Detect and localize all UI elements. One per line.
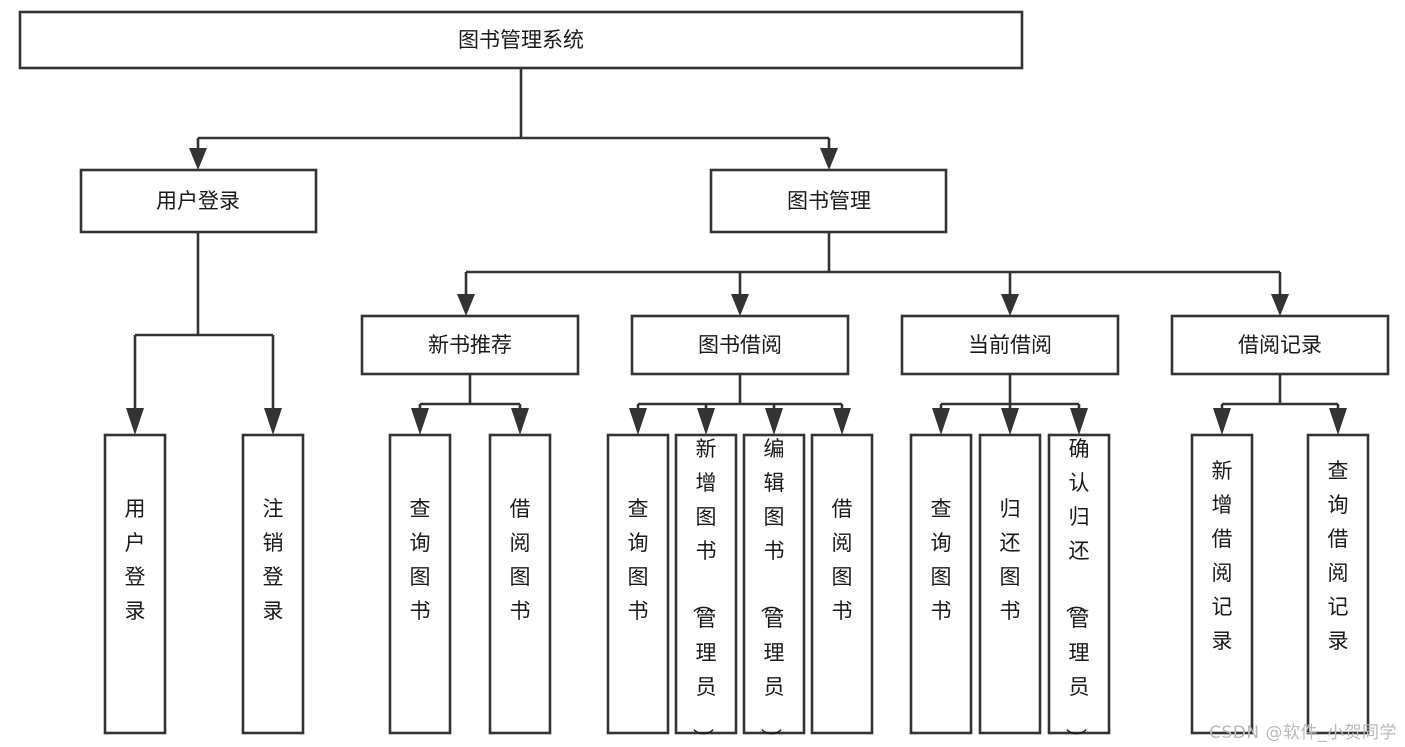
leaf-current-borrow-2-box[interactable]: [978, 433, 1042, 735]
leaf-current-borrow-1-label: 查询图书: [931, 497, 952, 623]
node-new-book-recommend-label: 新书推荐: [428, 333, 512, 357]
node-user-login[interactable]: 用户登录: [79, 168, 318, 234]
node-root-system-box[interactable]: [18, 10, 1024, 70]
arrow-head-leaf-newbook-2: [511, 408, 529, 435]
leaf-new-book-2-box[interactable]: [488, 433, 552, 735]
node-book-manage-box[interactable]: [709, 168, 948, 234]
node-new-book-recommend[interactable]: 新书推荐: [360, 314, 580, 376]
arrow-head-leaf-borrowrecord-1: [1213, 408, 1231, 435]
leaf-book-borrow-3-label: 编辑图书（管理员）: [759, 437, 785, 747]
node-book-borrow[interactable]: 图书借阅: [630, 314, 850, 376]
node-user-login-label: 用户登录: [156, 189, 240, 213]
arrow-head-book-manage: [820, 148, 838, 170]
connector-layer: [126, 68, 1347, 435]
leaf-user-login-1[interactable]: 用户登录: [103, 433, 167, 735]
leaf-borrow-record-2-box[interactable]: [1306, 433, 1370, 735]
arrow-head-leaf-bookborrow-2: [697, 408, 715, 435]
node-borrow-record[interactable]: 借阅记录: [1170, 314, 1390, 376]
leaf-current-borrow-2-label: 归还图书: [1000, 497, 1021, 623]
leaf-book-borrow-2-label: 新增图书（管理员）: [691, 437, 717, 747]
arrow-head-leaf-bookborrow-4: [833, 408, 851, 435]
leaf-current-borrow-3-label: 确认归还（管理员）: [1064, 437, 1090, 747]
arrow-head-book-borrow: [731, 294, 749, 316]
leaf-book-borrow-3[interactable]: 编辑图书（管理员）: [742, 433, 806, 747]
arrow-head-leaf-newbook-1: [411, 408, 429, 435]
arrow-head-new-book: [457, 294, 475, 316]
leaf-user-login-2-box[interactable]: [241, 433, 305, 735]
arrow-head-leaf-user-login-2: [264, 408, 282, 435]
node-current-borrow-label: 当前借阅: [968, 333, 1052, 357]
node-user-login-box[interactable]: [79, 168, 318, 234]
leaf-borrow-record-1[interactable]: 新增借阅记录: [1190, 433, 1254, 735]
leaf-book-borrow-4[interactable]: 借阅图书: [810, 433, 874, 735]
arrow-head-leaf-currentborrow-2: [1001, 408, 1019, 435]
leaf-new-book-1[interactable]: 查询图书: [388, 433, 452, 735]
arrow-head-user-login: [189, 148, 207, 170]
leaf-book-borrow-3-box[interactable]: [742, 433, 806, 735]
leaf-book-borrow-1[interactable]: 查询图书: [606, 433, 670, 735]
arrow-head-borrow-record: [1271, 294, 1289, 316]
leaf-user-login-2[interactable]: 注销登录: [241, 433, 305, 735]
leaf-user-login-1-box[interactable]: [103, 433, 167, 735]
node-borrow-record-box[interactable]: [1170, 314, 1390, 376]
leaf-borrow-record-2-label: 查询借阅记录: [1328, 459, 1349, 653]
node-current-borrow[interactable]: 当前借阅: [900, 314, 1120, 376]
node-current-borrow-box[interactable]: [900, 314, 1120, 376]
leaf-borrow-record-1-label: 新增借阅记录: [1212, 459, 1233, 653]
node-book-manage-label: 图书管理: [787, 189, 871, 213]
leaf-current-borrow-1[interactable]: 查询图书: [909, 433, 973, 735]
leaf-book-borrow-1-label: 查询图书: [628, 497, 649, 623]
leaf-book-borrow-1-box[interactable]: [606, 433, 670, 735]
node-book-manage[interactable]: 图书管理: [709, 168, 948, 234]
arrow-head-current-borrow: [1001, 294, 1019, 316]
node-new-book-recommend-box[interactable]: [360, 314, 580, 376]
leaf-borrow-record-1-box[interactable]: [1190, 433, 1254, 735]
leaf-book-borrow-4-label: 借阅图书: [832, 497, 853, 623]
leaf-new-book-2[interactable]: 借阅图书: [488, 433, 552, 735]
arrow-head-leaf-bookborrow-1: [629, 408, 647, 435]
arrow-head-leaf-borrowrecord-2: [1329, 408, 1347, 435]
arrow-head-leaf-user-login-1: [126, 408, 144, 435]
leaf-current-borrow-3-box[interactable]: [1047, 433, 1111, 735]
leaf-user-login-1-label: 用户登录: [125, 497, 146, 623]
leaf-book-borrow-2-box[interactable]: [674, 433, 738, 735]
node-book-borrow-box[interactable]: [630, 314, 850, 376]
leaf-book-borrow-4-box[interactable]: [810, 433, 874, 735]
arrow-head-leaf-currentborrow-3: [1070, 408, 1088, 435]
leaf-current-borrow-1-box[interactable]: [909, 433, 973, 735]
leaf-borrow-record-2[interactable]: 查询借阅记录: [1306, 433, 1370, 735]
leaf-new-book-1-box[interactable]: [388, 433, 452, 735]
node-root-system[interactable]: 图书管理系统: [18, 10, 1024, 70]
arrow-head-leaf-currentborrow-1: [932, 408, 950, 435]
leaf-new-book-1-label: 查询图书: [410, 497, 431, 623]
node-book-borrow-label: 图书借阅: [698, 333, 782, 357]
node-borrow-record-label: 借阅记录: [1238, 333, 1322, 357]
leaf-current-borrow-2[interactable]: 归还图书: [978, 433, 1042, 735]
node-root-system-label: 图书管理系统: [458, 28, 584, 52]
leaf-book-borrow-2[interactable]: 新增图书（管理员）: [674, 433, 738, 747]
leaf-current-borrow-3[interactable]: 确认归还（管理员）: [1047, 433, 1111, 747]
leaf-user-login-2-label: 注销登录: [263, 497, 284, 623]
arrow-head-leaf-bookborrow-3: [765, 408, 783, 435]
leaf-new-book-2-label: 借阅图书: [510, 497, 531, 623]
